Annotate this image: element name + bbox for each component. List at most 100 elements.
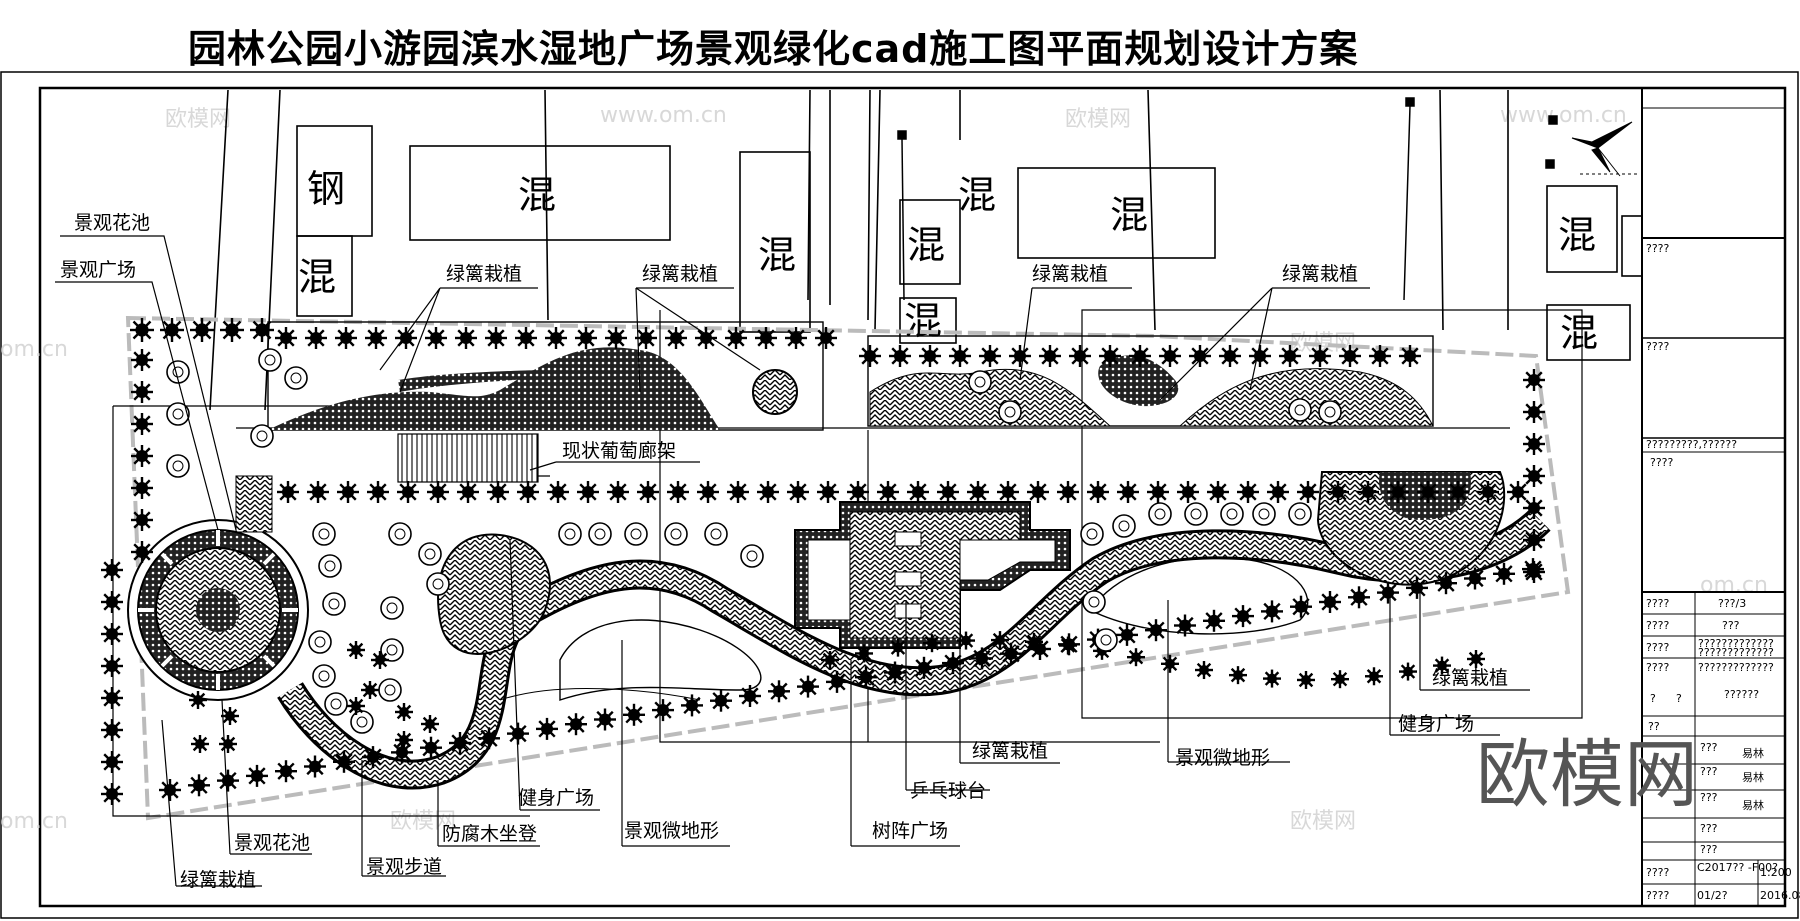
label-micro-terrain: 景观微地形 bbox=[624, 820, 719, 842]
tree-symbol bbox=[817, 481, 839, 503]
tree-symbol bbox=[1357, 481, 1379, 503]
tree-symbol bbox=[275, 327, 297, 349]
label-flower-pool: 景观花池 bbox=[234, 832, 310, 854]
tree-symbol bbox=[545, 327, 567, 349]
annotation-labels: 景观花池 景观广场 绿篱栽植 绿篱栽植 绿篱栽植 绿篱栽植 现状葡萄廊架 绿篱栽… bbox=[60, 212, 1508, 891]
tree-symbol bbox=[219, 735, 237, 753]
tree-symbol bbox=[421, 715, 439, 733]
label-landscape-plaza: 景观广场 bbox=[60, 259, 136, 281]
shrub-symbol bbox=[166, 402, 190, 426]
tree-symbol bbox=[188, 774, 210, 797]
tree-symbol bbox=[1159, 345, 1181, 367]
tb-cell: ? bbox=[1650, 692, 1656, 705]
tree-symbol bbox=[1027, 481, 1049, 503]
shrub-symbol bbox=[704, 522, 728, 546]
tree-symbol bbox=[361, 681, 379, 699]
label-hedge-planting: 绿篱栽植 bbox=[1282, 263, 1358, 285]
watermark-logo: 欧模网 bbox=[1290, 809, 1356, 834]
tree-symbol bbox=[923, 634, 941, 653]
north-hedge-right bbox=[867, 335, 1434, 427]
tree-symbol bbox=[652, 699, 674, 722]
tree-symbol bbox=[191, 735, 209, 753]
shrub-symbol bbox=[166, 454, 190, 478]
tree-symbol bbox=[1297, 670, 1315, 689]
watermark-logo: 欧模网 bbox=[165, 107, 231, 132]
watermark-url: www.om.cn bbox=[1500, 103, 1627, 128]
shrub-symbol bbox=[1184, 502, 1208, 526]
tree-symbol bbox=[457, 481, 479, 503]
tree-symbol bbox=[427, 481, 449, 503]
tree-symbol bbox=[131, 477, 153, 499]
shrub-symbol bbox=[1082, 590, 1106, 614]
tree-symbol bbox=[395, 731, 413, 749]
tree-array-plaza bbox=[794, 501, 1071, 649]
tree-symbol bbox=[160, 318, 184, 342]
tree-symbol bbox=[307, 481, 329, 503]
pingpong-table bbox=[894, 603, 922, 619]
tree-symbol bbox=[333, 750, 355, 773]
grape-trellis bbox=[397, 433, 539, 483]
tree-symbol bbox=[757, 481, 779, 503]
shrub-symbol bbox=[378, 678, 402, 702]
tree-symbol bbox=[101, 783, 123, 805]
label-micro-terrain: 景观微地形 bbox=[1175, 747, 1270, 769]
tree-symbol bbox=[1417, 481, 1439, 503]
tree-symbol bbox=[787, 481, 809, 503]
tree-symbol bbox=[1319, 591, 1341, 613]
building-label: 混 bbox=[1558, 213, 1596, 257]
tree-symbol bbox=[889, 638, 907, 657]
tree-symbol bbox=[1339, 345, 1361, 367]
tb-cell: ???? bbox=[1646, 619, 1670, 632]
tb-cell: ???? bbox=[1646, 661, 1670, 674]
tree-symbol bbox=[877, 481, 899, 503]
tree-symbol bbox=[1127, 648, 1145, 667]
shrub-symbol bbox=[250, 424, 274, 448]
tree-symbol bbox=[1523, 497, 1545, 519]
shrub-symbol bbox=[588, 522, 612, 546]
tree-symbol bbox=[131, 381, 153, 403]
tb-signature: 易林 bbox=[1742, 798, 1764, 812]
shrub-symbol bbox=[166, 360, 190, 384]
building-outlines bbox=[209, 89, 1643, 411]
tree-symbol bbox=[485, 327, 507, 349]
label-tree-array-plaza: 树阵广场 bbox=[872, 820, 948, 842]
watermark-site: om.cn bbox=[0, 337, 68, 362]
tree-symbol bbox=[1399, 345, 1421, 367]
tb-sheet: ???/3 bbox=[1718, 597, 1746, 610]
shrub-symbol bbox=[558, 522, 582, 546]
tb-cell: ??? bbox=[1722, 619, 1740, 632]
tree-symbol bbox=[365, 327, 387, 349]
building-labels: 钢 混 混 混 混 混 混 混 混 混 bbox=[298, 167, 1598, 355]
tree-symbol bbox=[131, 445, 153, 467]
tree-symbol bbox=[1523, 465, 1545, 487]
tree-symbol bbox=[1116, 623, 1138, 646]
label-hedge-planting: 绿篱栽植 bbox=[972, 740, 1048, 762]
shrub-symbol bbox=[322, 592, 346, 616]
tb-cell: ???? bbox=[1646, 340, 1670, 353]
tree-symbol bbox=[347, 641, 365, 659]
tree-symbol bbox=[190, 318, 214, 342]
shrub-symbol bbox=[1252, 502, 1276, 526]
tb-cell: ???? bbox=[1646, 641, 1670, 654]
tree-symbol bbox=[1523, 433, 1545, 455]
shrub-symbol bbox=[664, 522, 688, 546]
tree-symbol bbox=[937, 481, 959, 503]
shrub-symbol bbox=[1288, 398, 1312, 422]
tree-symbol bbox=[101, 719, 123, 741]
tree-symbol bbox=[536, 717, 558, 740]
tb-cell: ??? bbox=[1700, 741, 1718, 754]
tree-symbol bbox=[507, 722, 529, 745]
micro-terrain-contour bbox=[499, 687, 701, 701]
tb-cell: ? bbox=[1676, 692, 1682, 705]
shrub-symbol bbox=[258, 348, 282, 372]
tree-symbol bbox=[246, 764, 268, 787]
tree-symbol bbox=[667, 481, 689, 503]
tree-symbol bbox=[1279, 345, 1301, 367]
tree-symbol bbox=[217, 769, 239, 792]
watermark-layer: 欧模网 www.om.cn 欧模网 www.om.cn om.cn 欧模网 om… bbox=[0, 103, 1768, 834]
tree-symbol bbox=[1057, 481, 1079, 503]
label-hedge-planting: 绿篱栽植 bbox=[1432, 667, 1508, 689]
label-hedge-planting: 绿篱栽植 bbox=[1032, 263, 1108, 285]
shrub-symbol bbox=[1220, 502, 1244, 526]
